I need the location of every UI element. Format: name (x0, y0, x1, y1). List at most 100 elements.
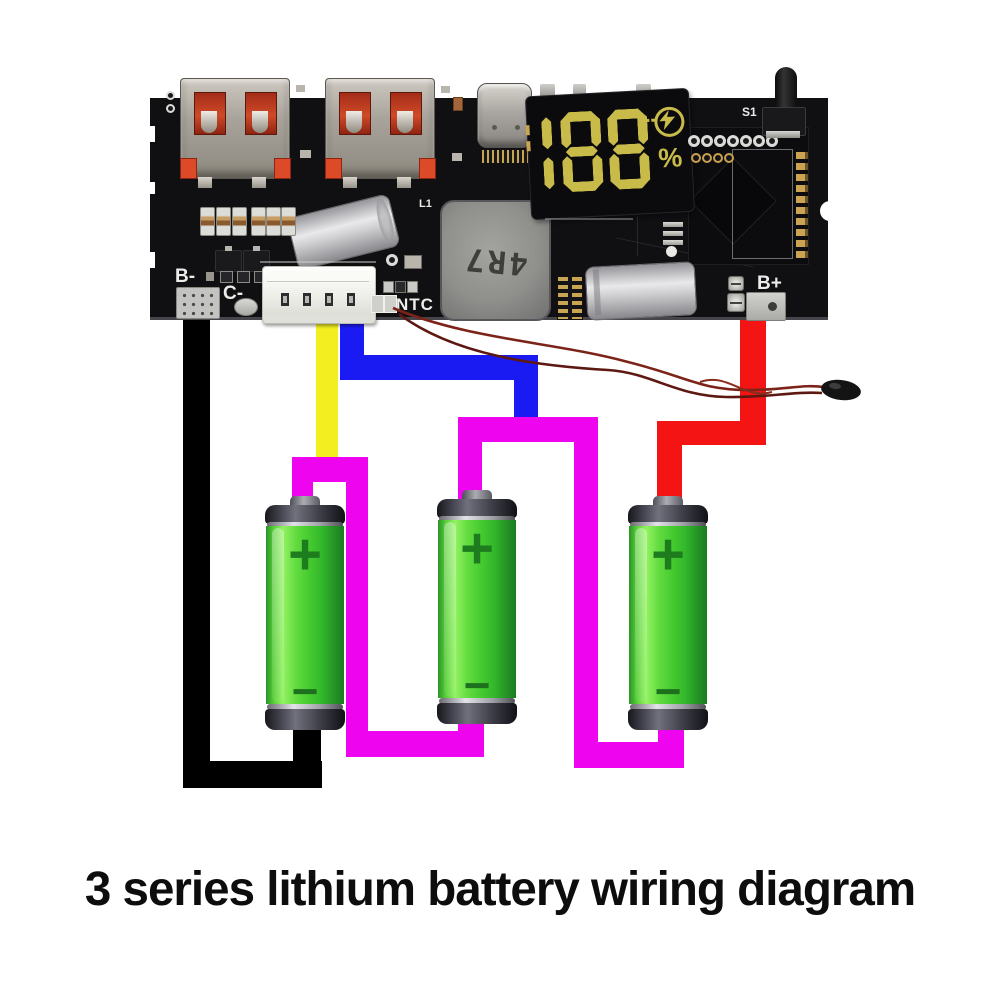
module-silkscreen-outline (732, 149, 793, 259)
smd-capacitor (453, 97, 463, 111)
usb-leg (343, 177, 357, 188)
c-minus-solder-pad (234, 298, 258, 316)
through-hole (166, 104, 175, 113)
battery-metal-band (439, 516, 515, 522)
battery-2: + − (437, 490, 517, 730)
castellated-pad (796, 207, 808, 214)
battery-metal-band (439, 698, 515, 704)
thermistor-bead (821, 379, 861, 401)
board-edge-notch (150, 182, 155, 194)
silkscreen-line (260, 261, 376, 263)
smd-pad (296, 85, 305, 92)
battery-plus-mark: + (288, 522, 322, 587)
battery-metal-band (267, 704, 343, 710)
smd-component (404, 255, 422, 269)
battery-body (266, 526, 344, 704)
ntc-label: NTC (396, 295, 434, 314)
usb-leg (397, 177, 411, 188)
usb-c-rivet (515, 125, 520, 130)
battery-plus-mark: + (460, 516, 494, 581)
castellated-pad (796, 251, 808, 258)
usb-a-port-1 (180, 78, 291, 179)
smd-resistor (266, 207, 281, 236)
battery-top-cap (437, 499, 517, 518)
capacitor-2 (584, 261, 698, 321)
solder-joint (728, 276, 744, 291)
through-hole (166, 91, 175, 100)
jst-pin (303, 293, 311, 306)
castellated-pad (796, 185, 808, 192)
castellated-pad (796, 152, 808, 159)
wire-blue-segment (340, 355, 538, 380)
smd-pad (663, 240, 683, 245)
silkscreen-line (545, 218, 633, 220)
jst-balance-connector (262, 266, 376, 324)
wire-red-segment (657, 421, 766, 445)
display-digit (560, 110, 604, 192)
usb-port-window (194, 92, 226, 135)
through-hole (688, 135, 700, 147)
battery-level-display: % (524, 87, 696, 221)
wire-magenta-segment (346, 731, 484, 757)
charge-dash (639, 119, 644, 123)
usb-mount-tab (325, 158, 342, 179)
inductor-marking: 4R7 (461, 239, 530, 282)
smd-pad (663, 222, 683, 227)
caption-title: 3 series lithium battery wiring diagram (84, 863, 916, 916)
battery-plus-mark: + (651, 522, 685, 587)
usb-a-port-2 (325, 78, 436, 179)
smd-component (237, 271, 250, 283)
usb-c-port (477, 83, 532, 148)
display-digit (539, 113, 557, 194)
usb-c-rivet (492, 125, 497, 130)
castellated-pad (796, 240, 808, 247)
usb-contact (201, 111, 217, 133)
usb-contact (252, 111, 268, 133)
b-plus-label: B+ (757, 273, 782, 294)
board-edge-notch (150, 126, 155, 142)
battery-gloss (635, 528, 647, 702)
usb-leg (198, 177, 212, 188)
battery-bottom-cap (628, 709, 708, 730)
castellated-pad (796, 174, 808, 181)
smd-pad (441, 86, 450, 93)
power-button-stem (775, 67, 797, 111)
wire-magenta-segment (346, 480, 368, 735)
battery-metal-band (267, 522, 343, 528)
smd-pad (663, 231, 683, 236)
smd-component (407, 281, 418, 293)
display-castellation (526, 141, 531, 152)
battery-top-cap (628, 505, 708, 524)
castellated-pad (796, 196, 808, 203)
gold-hole (702, 153, 712, 163)
display-digit (607, 108, 651, 190)
usb-port-window (339, 92, 371, 135)
ntc-solder-pad (371, 295, 384, 313)
jst-lip (263, 315, 375, 323)
jst-pin (347, 293, 355, 306)
round-pad (666, 246, 677, 257)
usb-leg (252, 177, 266, 188)
usb-mount-tab (180, 158, 197, 179)
battery-1: + − (265, 496, 345, 736)
jst-pin (325, 293, 333, 306)
battery-metal-band (630, 704, 706, 710)
solder-joint (727, 293, 745, 312)
percent-sign: % (657, 142, 684, 174)
smd-component (383, 281, 394, 293)
through-hole (740, 135, 752, 147)
through-hole (727, 135, 739, 147)
wire-magenta-segment (292, 457, 368, 482)
through-hole (701, 135, 713, 147)
through-hole (386, 254, 398, 266)
castellated-pad (796, 163, 808, 170)
smd-transistor (215, 246, 242, 272)
smd-resistor (216, 207, 231, 236)
battery-top-cap (265, 505, 345, 524)
board-edge-notch (150, 252, 155, 268)
usb-mount-tab (419, 158, 436, 179)
b-plus-solder-pad (746, 292, 786, 321)
smd-component (395, 281, 406, 293)
gold-hole (724, 153, 734, 163)
